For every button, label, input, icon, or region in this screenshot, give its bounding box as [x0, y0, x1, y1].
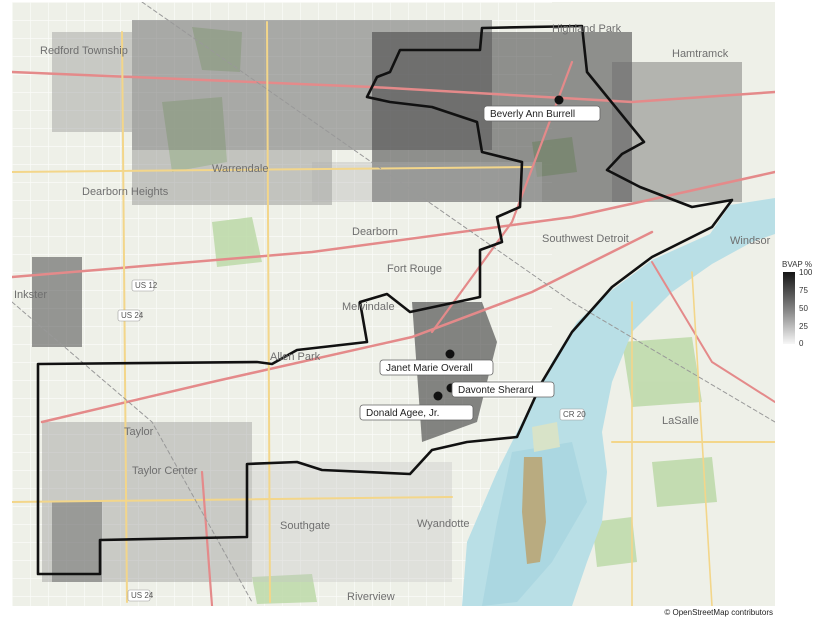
road-label: US 12	[135, 281, 158, 290]
map-canvas[interactable]: Redford Township Highland Park Hamtramck…	[12, 2, 775, 606]
legend-tick-label: 75	[799, 286, 808, 295]
candidate-name: Janet Marie Overall	[386, 363, 473, 374]
candidate-name: Donald Agee, Jr.	[366, 408, 439, 419]
road-labels: US 12 US 24 US 24 CR 20	[117, 279, 586, 602]
place-label: Dearborn	[352, 226, 398, 238]
place-label: Inkster	[14, 289, 47, 301]
highways	[12, 2, 775, 606]
place-label: Warrendale	[212, 163, 268, 175]
map-attribution: © OpenStreetMap contributors	[664, 608, 773, 617]
place-label: Southgate	[280, 520, 330, 532]
candidate-marker	[445, 349, 455, 359]
legend-tick-label: 50	[799, 304, 808, 313]
candidate-callout	[451, 381, 555, 398]
legend-tick-label: 25	[799, 322, 808, 331]
place-label: Allen Park	[270, 351, 321, 363]
place-label: Taylor	[124, 426, 154, 438]
legend-title: BVAP %	[782, 260, 812, 269]
candidate-marker	[433, 391, 443, 401]
candidate-callout	[359, 404, 474, 421]
candidate-callout	[483, 105, 601, 122]
place-label: Wyandotte	[417, 518, 470, 530]
place-label: Highland Park	[552, 23, 622, 35]
district-boundary	[36, 24, 734, 576]
road-label: US 24	[131, 591, 154, 600]
place-label: Melvindale	[342, 301, 395, 313]
place-label: Taylor Center	[132, 465, 198, 477]
map-panel[interactable]: Redford Township Highland Park Hamtramck…	[12, 2, 775, 606]
grosse-ile-island	[522, 457, 546, 564]
place-label: Windsor	[730, 235, 771, 247]
road-label: CR 20	[563, 410, 586, 419]
place-label: Southwest Detroit	[542, 233, 629, 245]
place-label: Fort Rouge	[387, 263, 442, 275]
place-label: Hamtramck	[672, 48, 729, 60]
road-label: US 24	[121, 311, 144, 320]
bvap-legend: BVAP % 100 75 50 25 0	[782, 260, 822, 348]
place-labels: Redford Township Highland Park Hamtramck…	[14, 23, 771, 603]
legend-tick-label: 0	[799, 339, 804, 348]
place-label: LaSalle	[662, 415, 699, 427]
candidate-markers: Beverly Ann Burrell Janet Marie Overall …	[359, 95, 601, 421]
place-label: Riverview	[347, 591, 395, 603]
place-label: Redford Township	[40, 45, 128, 57]
place-label: Dearborn Heights	[82, 186, 169, 198]
fighting-island	[532, 422, 560, 452]
candidate-marker	[554, 95, 564, 105]
candidate-name: Davonte Sherard	[458, 385, 534, 396]
legend-tick-label: 100	[799, 268, 813, 277]
candidate-name: Beverly Ann Burrell	[490, 109, 575, 120]
legend-color-bar	[783, 272, 795, 344]
candidate-callout	[379, 359, 494, 376]
